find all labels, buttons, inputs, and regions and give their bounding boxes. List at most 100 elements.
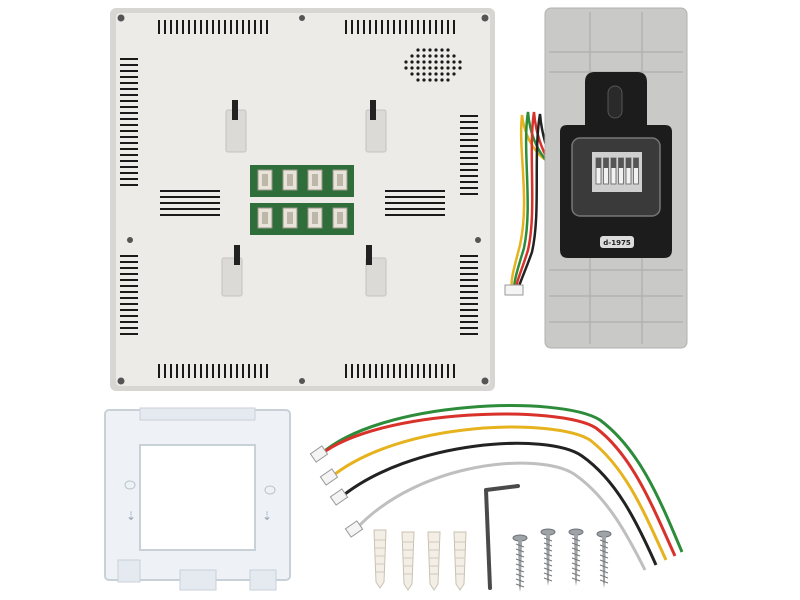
vent-slot: [120, 184, 138, 186]
speaker-hole: [416, 78, 420, 82]
vent-slot: [460, 303, 478, 305]
vent-slot: [218, 364, 220, 378]
bracket-bottom-tab: [249, 569, 277, 591]
vent-slot: [260, 20, 262, 34]
vent-slot: [369, 364, 371, 378]
vent-slot: [460, 175, 478, 177]
vent-slot: [120, 76, 138, 78]
vent-slot: [429, 20, 431, 34]
speaker-hole: [422, 66, 426, 70]
speaker-hole: [458, 66, 462, 70]
vent-slot: [460, 127, 478, 129]
doorbell-camera-unit: d-1975: [504, 7, 688, 349]
speaker-hole: [452, 72, 456, 76]
vent-slot: [460, 321, 478, 323]
speaker-hole: [428, 66, 432, 70]
bracket-bottom-tab: [179, 569, 217, 591]
vent-slot: [120, 261, 138, 263]
screw-thread: [571, 542, 581, 547]
vent-slot: [120, 279, 138, 281]
vent-slot: [266, 364, 268, 378]
wire-connector-icon: [329, 488, 349, 506]
wall-anchor-icon: [401, 531, 415, 591]
mounting-hook-slot: [232, 100, 238, 120]
screw-thread: [515, 543, 525, 548]
terminal-slot: [337, 212, 343, 224]
vent-slot: [120, 327, 138, 329]
vent-slot: [441, 364, 443, 378]
screw-thread: [599, 554, 609, 559]
vent-slot: [120, 255, 138, 257]
vent-slot: [460, 115, 478, 117]
screw-thread: [571, 562, 581, 567]
vent-slot: [385, 208, 445, 210]
speaker-hole: [428, 60, 432, 64]
screw-thread: [515, 578, 525, 583]
terminal-slot: [262, 212, 268, 224]
vent-slot: [460, 285, 478, 287]
vent-slot: [254, 20, 256, 34]
ventilation-slots: [120, 20, 478, 378]
vent-slot: [160, 202, 220, 204]
vent-slot: [387, 364, 389, 378]
side-screw-icon: [475, 237, 481, 243]
connector-board: [250, 165, 354, 235]
speaker-hole: [452, 54, 456, 58]
vent-slot: [417, 20, 419, 34]
vent-slot: [200, 20, 202, 34]
corner-screw-icon: [117, 14, 125, 22]
speaker-hole: [416, 66, 420, 70]
vent-slot: [120, 303, 138, 305]
vent-slot: [170, 364, 172, 378]
dip-switch-toggle: [626, 158, 631, 168]
vent-slot: [120, 112, 138, 114]
vent-slot: [176, 20, 178, 34]
vent-slot: [120, 100, 138, 102]
vent-slot: [120, 321, 138, 323]
screw-thread: [571, 547, 581, 552]
vent-slot: [254, 364, 256, 378]
vent-slot: [369, 20, 371, 34]
wire-connector-icon: [319, 468, 339, 486]
dip-switch-toggle: [618, 158, 624, 168]
screw-thread: [571, 572, 581, 577]
vent-slot: [460, 169, 478, 171]
dip-switch-toggle: [633, 158, 639, 168]
speaker-hole: [410, 72, 414, 76]
bracket-screw-hole: [264, 485, 276, 495]
speaker-hole: [434, 66, 438, 70]
vent-slot: [160, 208, 220, 210]
vent-slot: [429, 364, 431, 378]
vent-slot: [120, 273, 138, 275]
speaker-hole: [446, 48, 450, 52]
vent-slot: [447, 364, 449, 378]
wire-terminals: [257, 169, 348, 229]
vent-slot: [120, 178, 138, 180]
mounting-hook: [365, 257, 387, 297]
speaker-hole: [404, 66, 408, 70]
screw-thread: [543, 572, 553, 577]
screw-thread: [599, 544, 609, 549]
speaker-hole: [440, 66, 444, 70]
vent-slot: [381, 364, 383, 378]
speaker-hole: [410, 54, 414, 58]
vent-slot: [351, 20, 353, 34]
dip-switch-toggle: [611, 158, 616, 168]
screw-thread: [543, 537, 553, 542]
screw-thread: [571, 567, 581, 572]
vent-slot: [385, 202, 445, 204]
screw-thread: [515, 583, 525, 588]
speaker-hole: [434, 72, 438, 76]
speaker-hole: [452, 60, 456, 64]
doorbell-button: [600, 236, 634, 248]
vent-slot: [120, 148, 138, 150]
vent-slot: [188, 364, 190, 378]
vent-slot: [375, 364, 377, 378]
doorbell-plate-text: d-1975: [603, 239, 631, 247]
vent-slot: [399, 364, 401, 378]
vent-slot: [399, 20, 401, 34]
vent-slot: [460, 151, 478, 153]
vent-slot: [230, 364, 232, 378]
screw-thread: [515, 568, 525, 573]
